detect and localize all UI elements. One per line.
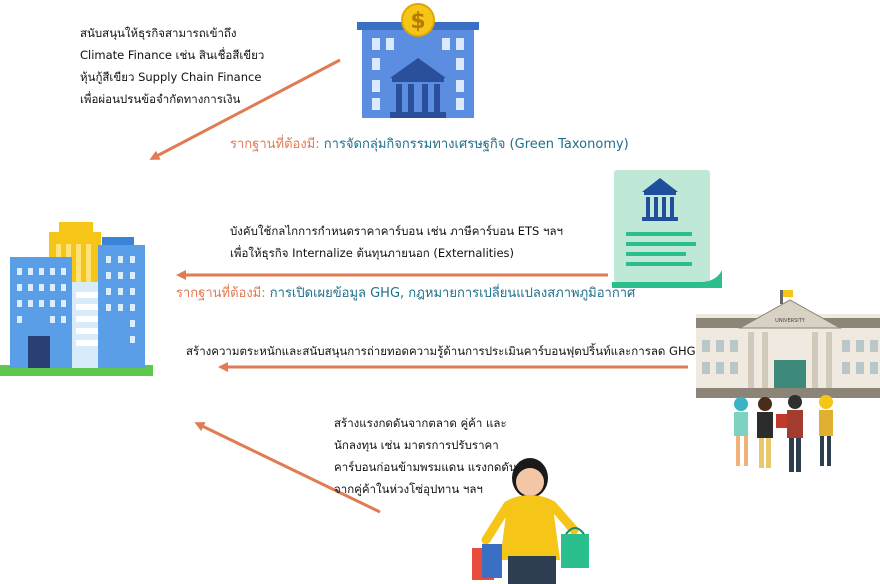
- finance-support-text: สนับสนุนให้ธุรกิจสามารถเข้าถึง Climate F…: [80, 22, 264, 110]
- market-line: คาร์บอนก่อนข้ามพรมแดน แรงกดดัน: [334, 460, 517, 474]
- requirement-label: รากฐานที่ต้องมี:: [230, 137, 320, 152]
- dollar-sign: $: [410, 9, 425, 34]
- regulation-line: เพื่อให้ธุรกิจ Internalize ต้นทุนภายนอก …: [230, 246, 515, 260]
- university-sign: UNIVERSITY: [775, 318, 806, 324]
- market-line: สร้างแรงกดดันจากตลาด คู่ค้า และ: [334, 416, 507, 430]
- finance-line: สนับสนุนให้ธุรกิจสามารถเข้าถึง: [80, 26, 237, 40]
- requirement-label: รากฐานที่ต้องมี:: [176, 286, 266, 301]
- students-icon: [734, 395, 833, 472]
- bank-icon: [357, 3, 479, 118]
- government-document-icon: [612, 170, 722, 288]
- finance-requirement: รากฐานที่ต้องมี: การจัดกลุ่มกิจกรรมทางเศ…: [230, 133, 629, 154]
- regulation-line: บังคับใช้กลไกการกำหนดราคาคาร์บอน เช่น ภา…: [230, 224, 563, 238]
- market-pressure-text: สร้างแรงกดดันจากตลาด คู่ค้า และ นักลงทุน…: [334, 412, 517, 500]
- shopper-icon: [472, 458, 589, 584]
- regulation-text: บังคับใช้กลไกการกำหนดราคาคาร์บอน เช่น ภา…: [230, 220, 563, 264]
- academia-line: สร้างความตระหนักและสนับสนุนการถ่ายทอดควา…: [186, 344, 696, 358]
- university-icon: [696, 290, 880, 398]
- requirement-value: การจัดกลุ่มกิจกรรมทางเศรษฐกิจ (Green Tax…: [323, 137, 629, 152]
- requirement-value: การเปิดเผยข้อมูล GHG, กฎหมายการเปลี่ยนแป…: [269, 286, 636, 301]
- market-line: จากคู่ค้าในห่วงโซ่อุปทาน ฯลฯ: [334, 482, 483, 496]
- market-line: นักลงทุน เช่น มาตรการปรับราคา: [334, 438, 499, 452]
- regulation-requirement: รากฐานที่ต้องมี: การเปิดเผยข้อมูล GHG, ก…: [176, 282, 635, 303]
- finance-line: เพื่อผ่อนปรนข้อจำกัดทางการเงิน: [80, 92, 241, 106]
- business-buildings-icon: [0, 222, 153, 376]
- academia-text: สร้างความตระหนักและสนับสนุนการถ่ายทอดควา…: [186, 340, 696, 362]
- finance-line: Climate Finance เช่น สินเชื่อสีเขียว: [80, 48, 265, 62]
- finance-line: หุ้นกู้สีเขียว Supply Chain Finance: [80, 70, 262, 84]
- arrow-finance: [149, 58, 341, 160]
- arrow-market: [194, 422, 381, 514]
